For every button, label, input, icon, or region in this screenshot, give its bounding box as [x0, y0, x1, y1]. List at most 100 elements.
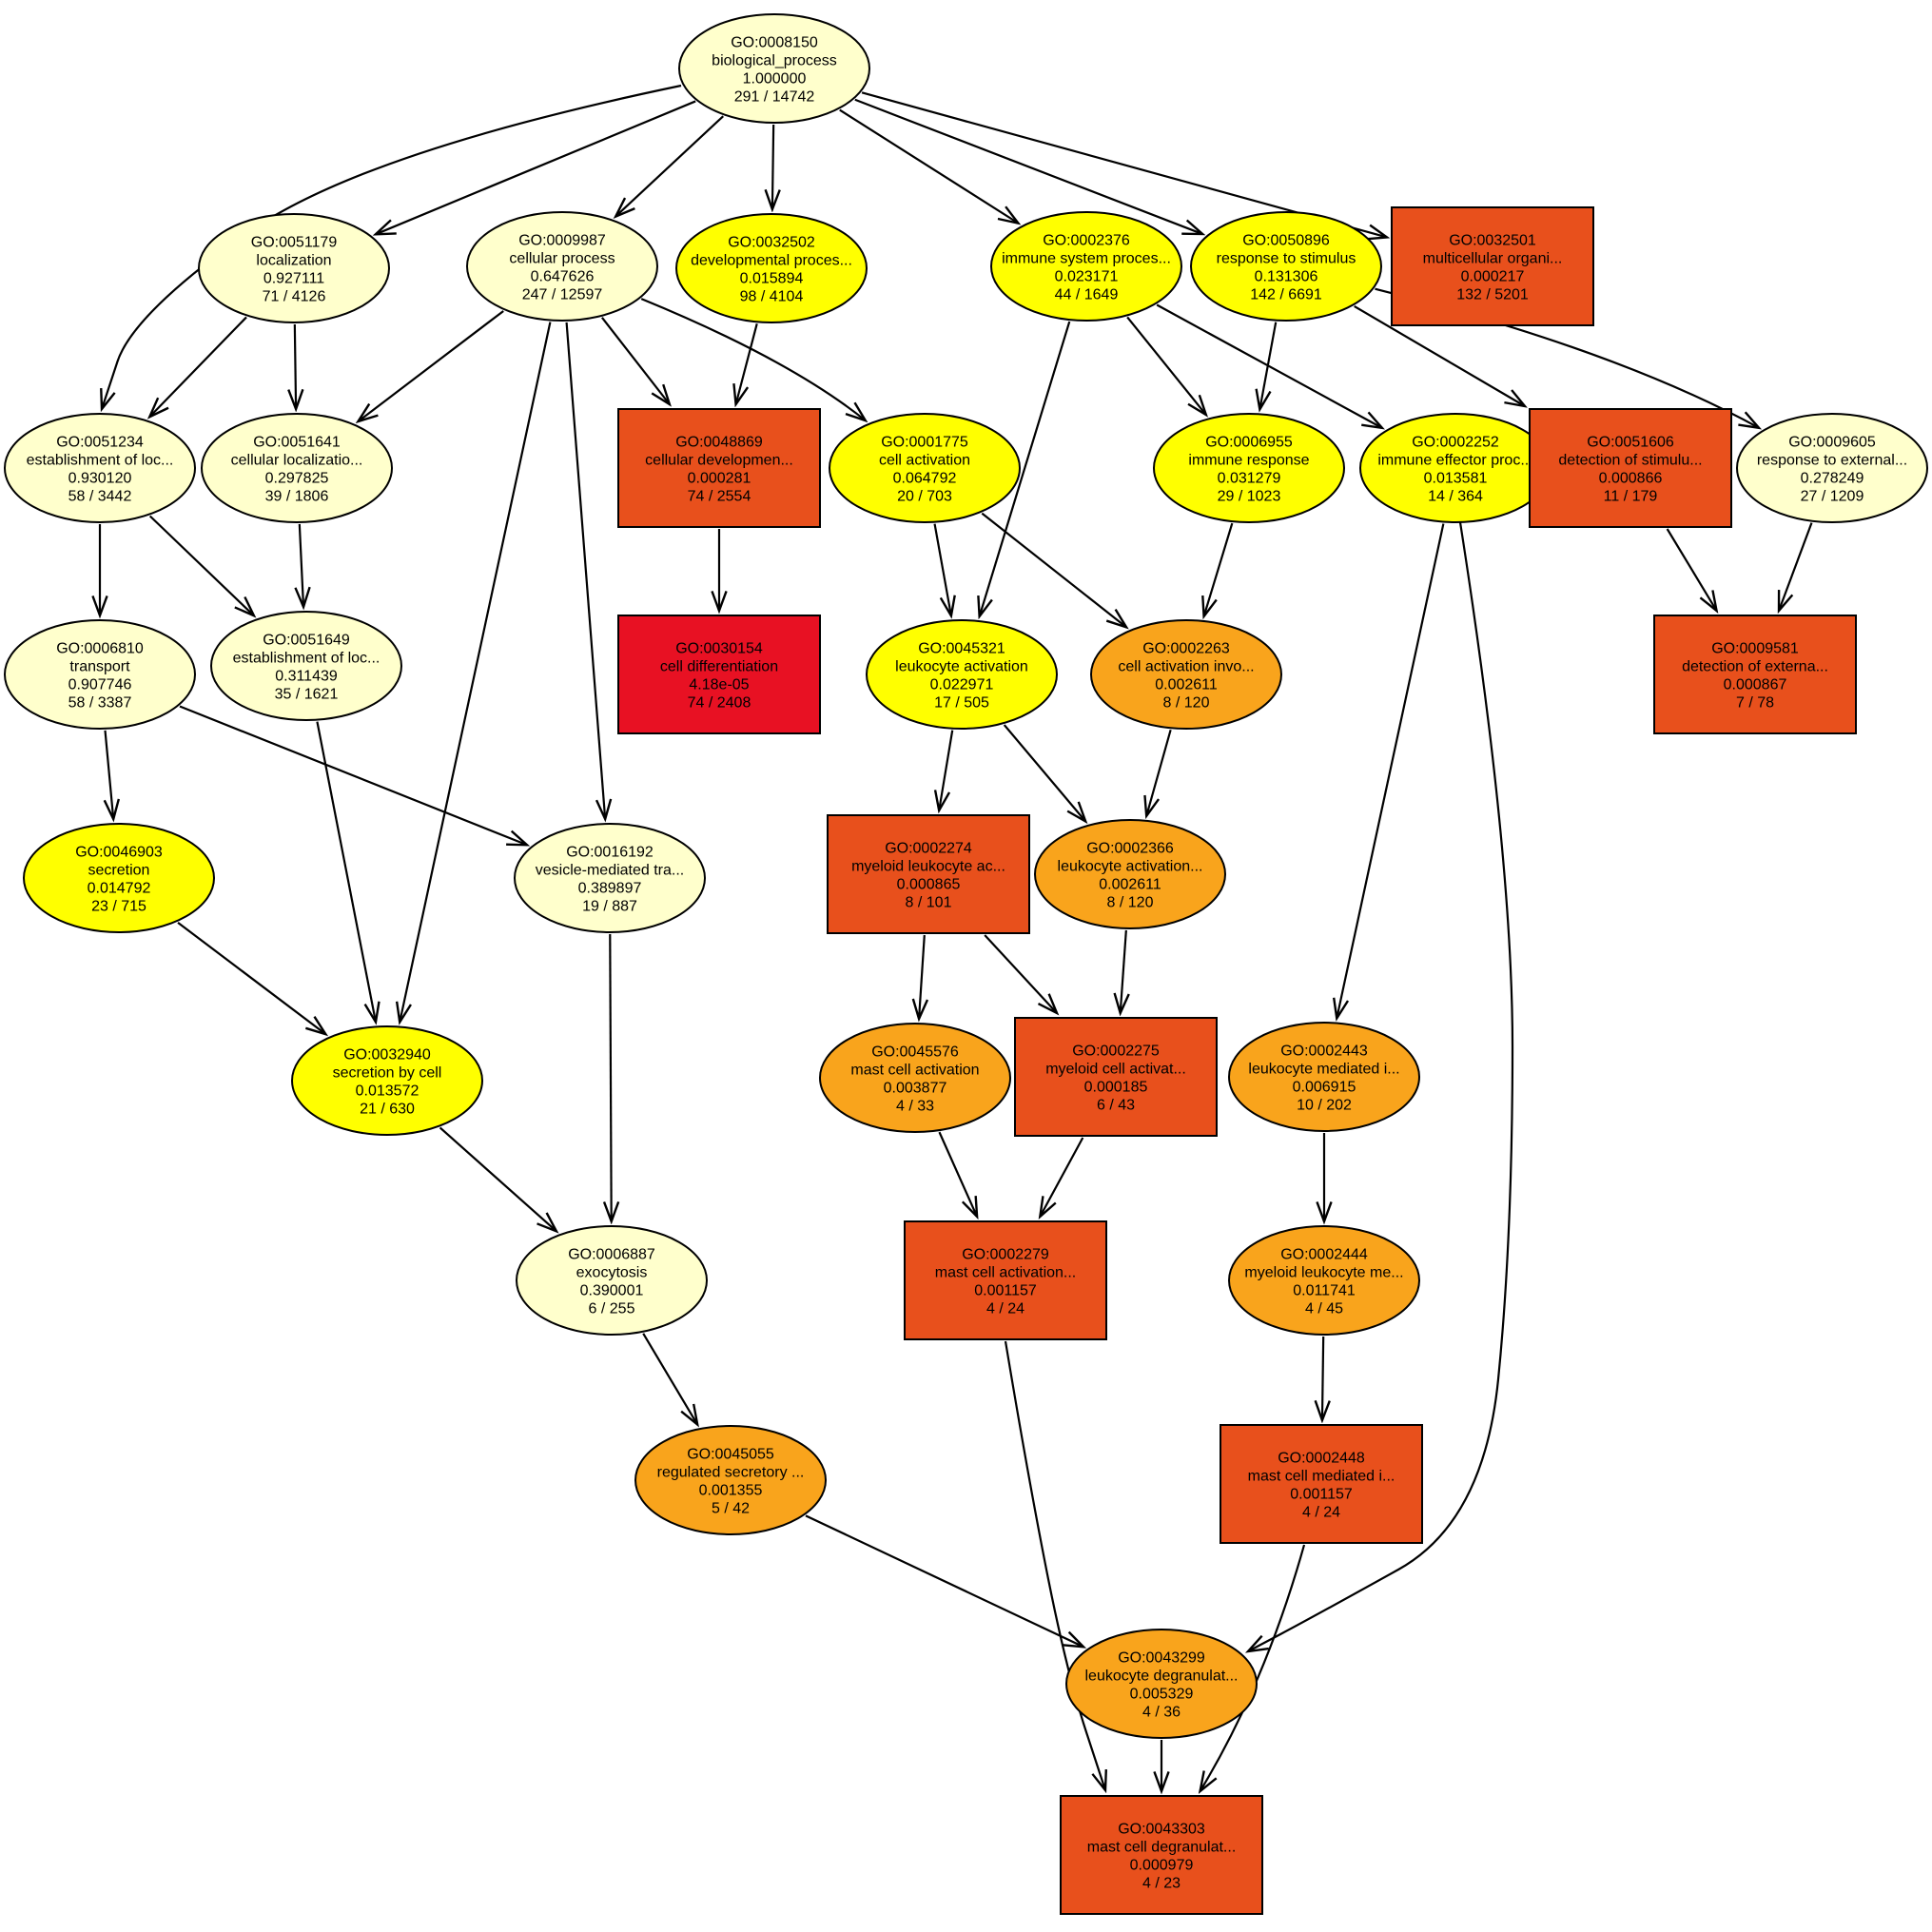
- edge-GO:0051179-to-GO:0051234: [149, 316, 247, 417]
- node-ellipse: [466, 211, 658, 322]
- edge-GO:0002366-to-GO:0002275: [1121, 929, 1126, 1013]
- node-ellipse: [866, 619, 1058, 730]
- edge-GO:0006810-to-GO:0016192: [179, 705, 527, 846]
- go-node-GO:0008150: GO:0008150biological_process1.000000291 …: [678, 13, 870, 124]
- edges-layer: [100, 84, 1813, 1791]
- node-ellipse: [819, 1023, 1011, 1133]
- node-ellipse: [514, 823, 706, 933]
- edge-GO:0008150-to-GO:0050896: [854, 98, 1202, 234]
- edge-GO:0045321-to-GO:0002274: [939, 730, 954, 810]
- significant-node-box: [1220, 1424, 1423, 1544]
- edge-GO:0008150-to-GO:0051179: [376, 100, 696, 234]
- edge-GO:0051179-to-GO:0051641: [295, 323, 296, 409]
- edge-GO:0050896-to-GO:0006955: [1259, 322, 1278, 410]
- node-ellipse: [4, 413, 196, 523]
- edge-GO:0009987-to-GO:0051641: [358, 310, 504, 421]
- node-ellipse: [210, 611, 402, 721]
- significant-node-box: [1014, 1017, 1218, 1137]
- edge-GO:0006887-to-GO:0045055: [642, 1333, 697, 1425]
- edge-GO:0001775-to-GO:0045321: [933, 523, 951, 616]
- node-ellipse: [198, 213, 390, 323]
- edge-GO:0051234-to-GO:0051649: [148, 515, 254, 616]
- node-ellipse: [675, 213, 868, 323]
- node-ellipse: [291, 1025, 483, 1136]
- edge-GO:0051641-to-GO:0051649: [300, 523, 303, 607]
- edge-GO:0051606-to-GO:0009581: [1666, 528, 1717, 611]
- node-ellipse: [678, 13, 870, 124]
- significant-node-box: [1653, 615, 1857, 734]
- edge-GO:0006955-to-GO:0002263: [1204, 522, 1234, 616]
- edge-GO:0002274-to-GO:0045576: [919, 934, 925, 1019]
- edge-GO:0045321-to-GO:0002366: [1003, 724, 1086, 821]
- node-ellipse: [634, 1425, 827, 1535]
- edge-GO:0002274-to-GO:0002275: [984, 934, 1057, 1013]
- node-ellipse: [201, 413, 393, 523]
- node-ellipse: [1034, 819, 1226, 929]
- node-ellipse: [1065, 1629, 1258, 1739]
- edge-GO:0002376-to-GO:0002252: [1156, 303, 1382, 428]
- edge-GO:0008150-to-GO:0009987: [615, 115, 724, 216]
- edge-GO:0002444-to-GO:0002448: [1322, 1336, 1323, 1420]
- node-ellipse: [23, 823, 215, 933]
- edge-GO:0032502-to-GO:0048869: [736, 323, 758, 404]
- edge-GO:0008150-to-GO:0002376: [839, 108, 1019, 224]
- node-ellipse: [1736, 413, 1928, 523]
- edge-GO:0009987-to-GO:0016192: [565, 322, 606, 819]
- node-ellipse: [990, 211, 1182, 322]
- edge-GO:0009605-to-GO:0009581: [1779, 522, 1813, 611]
- significant-node-box: [827, 814, 1030, 934]
- edge-GO:0002275-to-GO:0002279: [1040, 1137, 1084, 1217]
- significant-node-box: [1060, 1795, 1263, 1915]
- node-ellipse: [1153, 413, 1345, 523]
- edge-GO:0051649-to-GO:0032940: [316, 721, 376, 1023]
- node-ellipse: [1228, 1022, 1420, 1132]
